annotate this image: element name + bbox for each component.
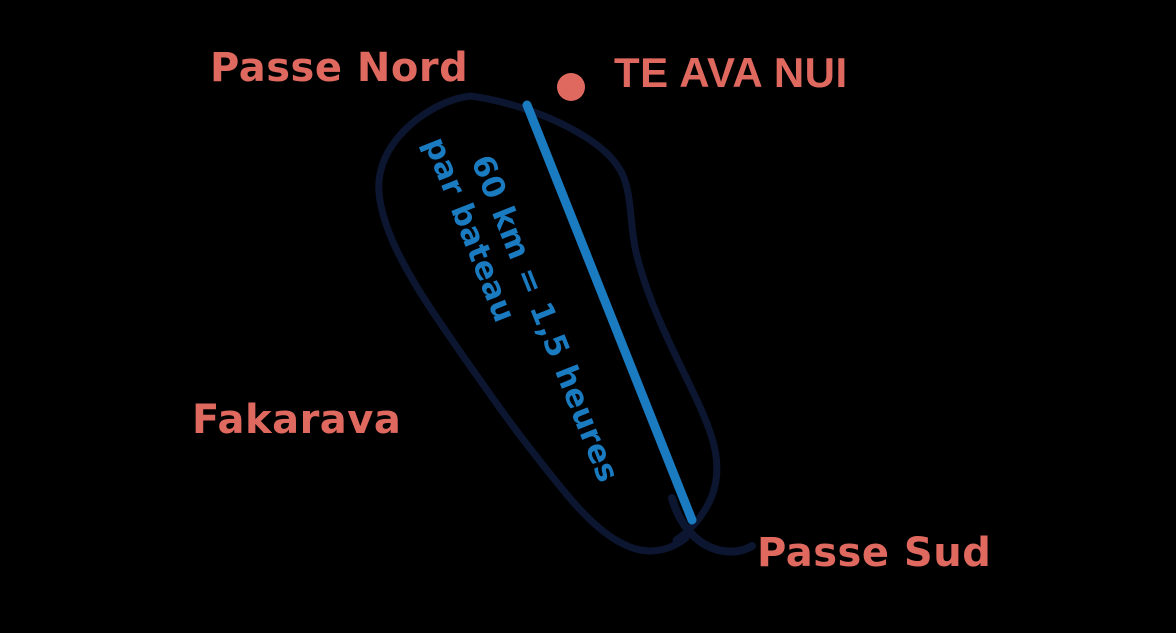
passe-sud-channel-curve (668, 494, 756, 556)
boat-route-line (522, 100, 697, 525)
fakarava-atoll-outline-east (466, 92, 721, 544)
fakarava-atoll-outline (375, 92, 690, 555)
label-passe-sud: Passe Sud (757, 530, 992, 576)
te-ava-nui-dot-marker (557, 73, 585, 101)
label-fakarava: Fakarava (192, 397, 402, 443)
label-te-ava-nui: TE AVA NUI (614, 49, 848, 96)
label-passe-nord: Passe Nord (210, 45, 469, 91)
